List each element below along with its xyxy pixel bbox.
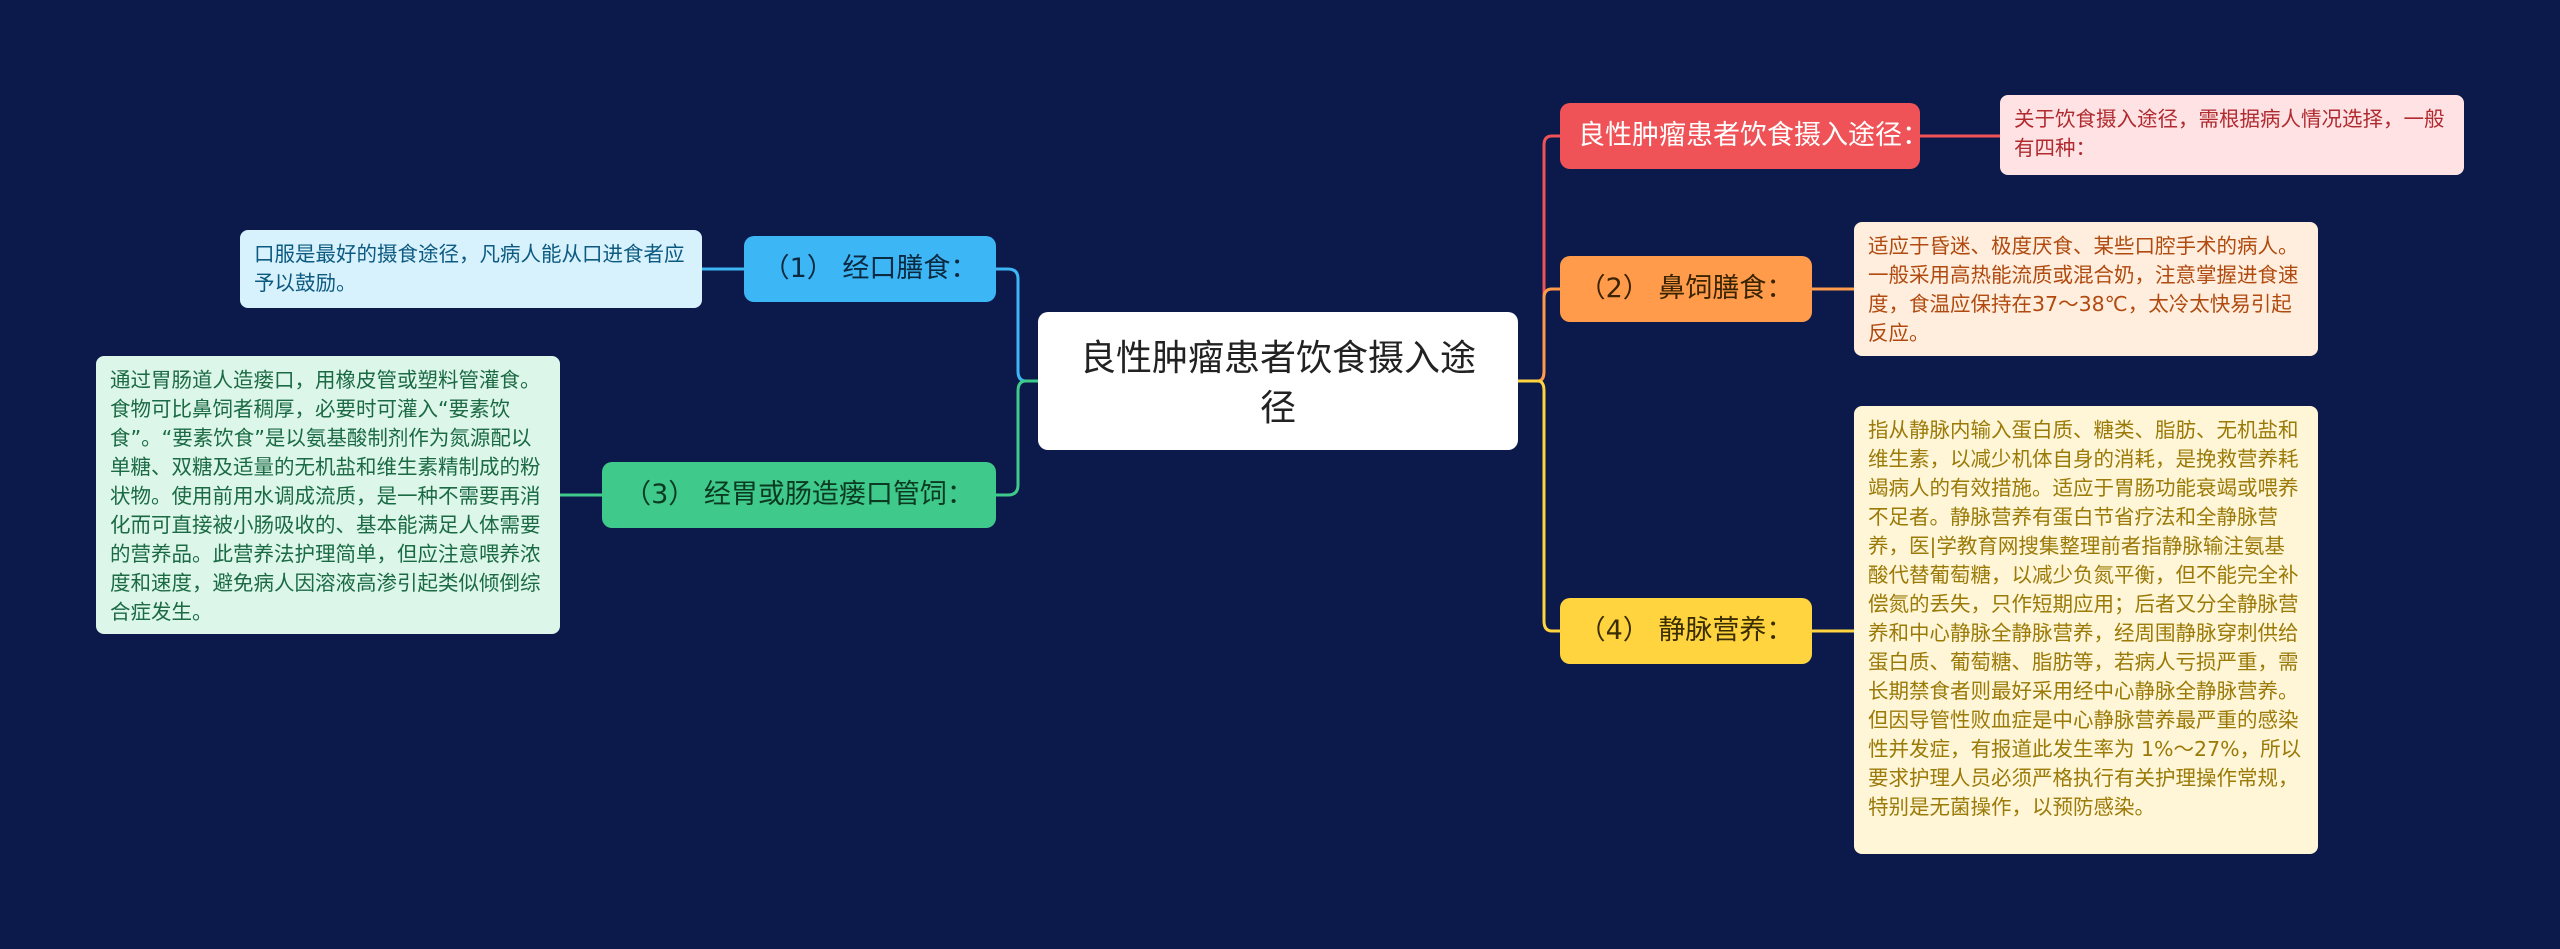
branch-label: （2） 鼻饲膳食：	[1578, 273, 1794, 304]
leaf-intake-routes[interactable]: 关于饮食摄入途径，需根据病人情况选择，一般有四种：	[2000, 95, 2464, 175]
leaf-nasal-feeding[interactable]: 适应于昏迷、极度厌食、某些口腔手术的病人。一般采用高热能流质或混合奶，注意掌握进…	[1854, 222, 2318, 356]
branch-label: （1） 经口膳食：	[762, 253, 978, 284]
leaf-text: 通过胃肠道人造瘘口，用橡皮管或塑料管灌食。食物可比鼻饲者稠厚，必要时可灌入“要素…	[110, 368, 541, 624]
leaf-text: 适应于昏迷、极度厌食、某些口腔手术的病人。一般采用高热能流质或混合奶，注意掌握进…	[1868, 234, 2299, 345]
branch-label: （3） 经胃或肠造瘘口管饲：	[624, 479, 974, 510]
branch-oral-diet[interactable]: （1） 经口膳食：	[744, 236, 996, 302]
branch-label: （4） 静脉营养：	[1578, 615, 1794, 646]
central-topic[interactable]: 良性肿瘤患者饮食摄入途径	[1038, 312, 1518, 450]
central-topic-title: 良性肿瘤患者饮食摄入途径	[1079, 338, 1476, 429]
branch-intake-routes[interactable]: 良性肿瘤患者饮食摄入途径：	[1560, 103, 1929, 169]
link-center-orange	[1518, 287, 1560, 383]
link-center-green	[996, 379, 1038, 497]
leaf-oral-diet[interactable]: 口服是最好的摄食途径，凡病人能从口进食者应予以鼓励。	[240, 230, 702, 308]
branch-iv-nutrition[interactable]: （4） 静脉营养：	[1560, 598, 1812, 664]
link-center-red	[1518, 134, 1560, 383]
branch-nasal-feeding[interactable]: （2） 鼻饲膳食：	[1560, 256, 1812, 322]
branch-stoma-tube-feeding[interactable]: （3） 经胃或肠造瘘口管饲：	[602, 462, 996, 528]
leaf-text: 指从静脉内输入蛋白质、糖类、脂肪、无机盐和维生素，以减少机体自身的消耗，是挽救营…	[1868, 418, 2302, 819]
link-center-blue	[996, 267, 1038, 383]
branch-label: 良性肿瘤患者饮食摄入途径：	[1578, 120, 1929, 151]
leaf-stoma-tube-feeding[interactable]: 通过胃肠道人造瘘口，用橡皮管或塑料管灌食。食物可比鼻饲者稠厚，必要时可灌入“要素…	[96, 356, 560, 634]
leaf-text: 口服是最好的摄食途径，凡病人能从口进食者应予以鼓励。	[254, 242, 685, 295]
leaf-text: 关于饮食摄入途径，需根据病人情况选择，一般有四种：	[2014, 107, 2445, 160]
leaf-iv-nutrition[interactable]: 指从静脉内输入蛋白质、糖类、脂肪、无机盐和维生素，以减少机体自身的消耗，是挽救营…	[1854, 406, 2318, 854]
link-center-yellow	[1518, 379, 1560, 633]
